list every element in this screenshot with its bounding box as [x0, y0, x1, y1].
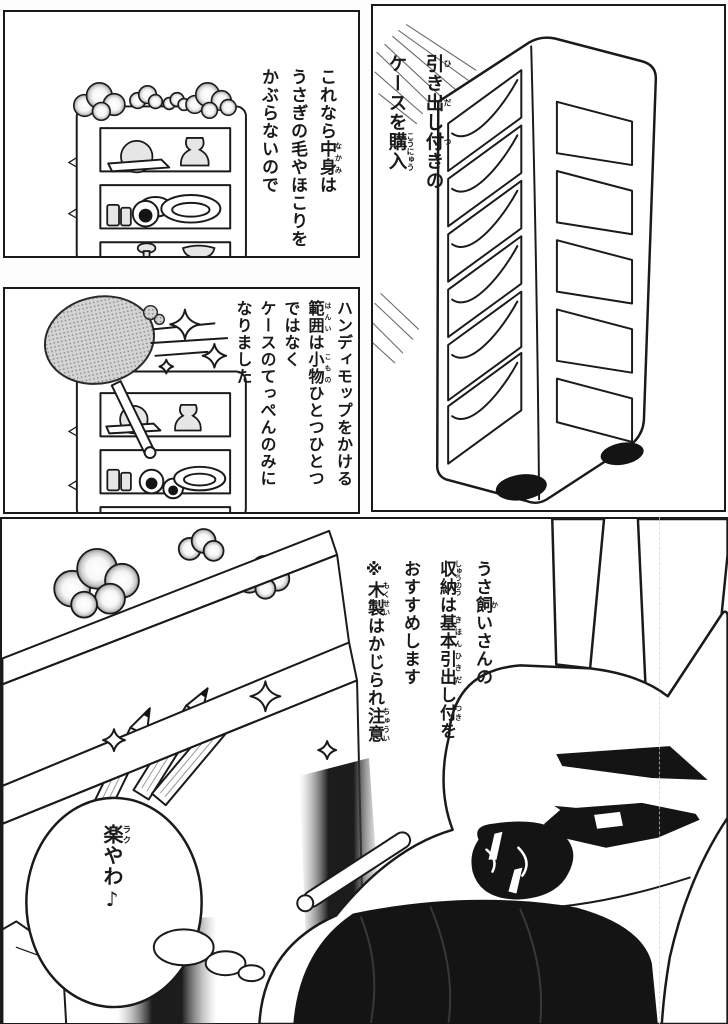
rabbit-ear-left [551, 519, 606, 670]
panel3-narration: ハンディモップをかける範囲はんいは小物こものひとつひとつではなくケースのてっぺん… [233, 300, 354, 487]
handy-mop [43, 295, 166, 459]
shine-streaks [562, 111, 611, 421]
handy-mop-illustration [43, 295, 247, 512]
drawer-cart [435, 36, 658, 505]
speech-bubble-text: 楽ラクやわ♪ [100, 824, 132, 912]
storage-cart [67, 105, 247, 256]
panel2-narration: 引ひき出だし付つきのケースを購入こうにゅう [386, 54, 452, 191]
caster-wheels [495, 442, 644, 501]
rabbit-hind-leg [660, 816, 728, 1024]
dust-clouds [72, 82, 237, 122]
speed-lines [373, 24, 477, 364]
panel-top-left: これなら中身なかみはうさぎの毛やほこりをかぶらないので [3, 10, 360, 258]
panel-top-right: 引ひき出だし付つきのケースを購入こうにゅう [371, 4, 726, 512]
rabbit-eye-highlight [594, 811, 623, 829]
rabbit-eyebrow [556, 746, 708, 780]
thought-bubble [25, 796, 266, 1009]
scan-guide-line [659, 517, 660, 1024]
drawer-cart-illustration [373, 24, 658, 505]
rabbit [258, 519, 728, 1024]
shelf-unit-illustration [67, 82, 247, 256]
panel-middle-left: ハンディモップをかける範囲はんいは小物こものひとつひとつではなくケースのてっぺん… [3, 287, 360, 514]
panel4-narration: うさ飼かいさんの収納しゅうのうは基本きほん引出ひきだし付つきをおすすめします※木… [364, 560, 500, 743]
rabbit-and-drawer-illustration [2, 519, 728, 1024]
panel-bottom: うさ飼かいさんの収納しゅうのうは基本きほん引出ひきだし付つきをおすすめします※木… [0, 517, 728, 1024]
rabbit-body [293, 899, 658, 1024]
panel1-narration: これなら中身なかみはうさぎの毛やほこりをかぶらないので [258, 68, 344, 248]
sparkle-icons [102, 680, 338, 761]
storage-cart [67, 370, 247, 512]
sparkle-icons [158, 308, 228, 375]
